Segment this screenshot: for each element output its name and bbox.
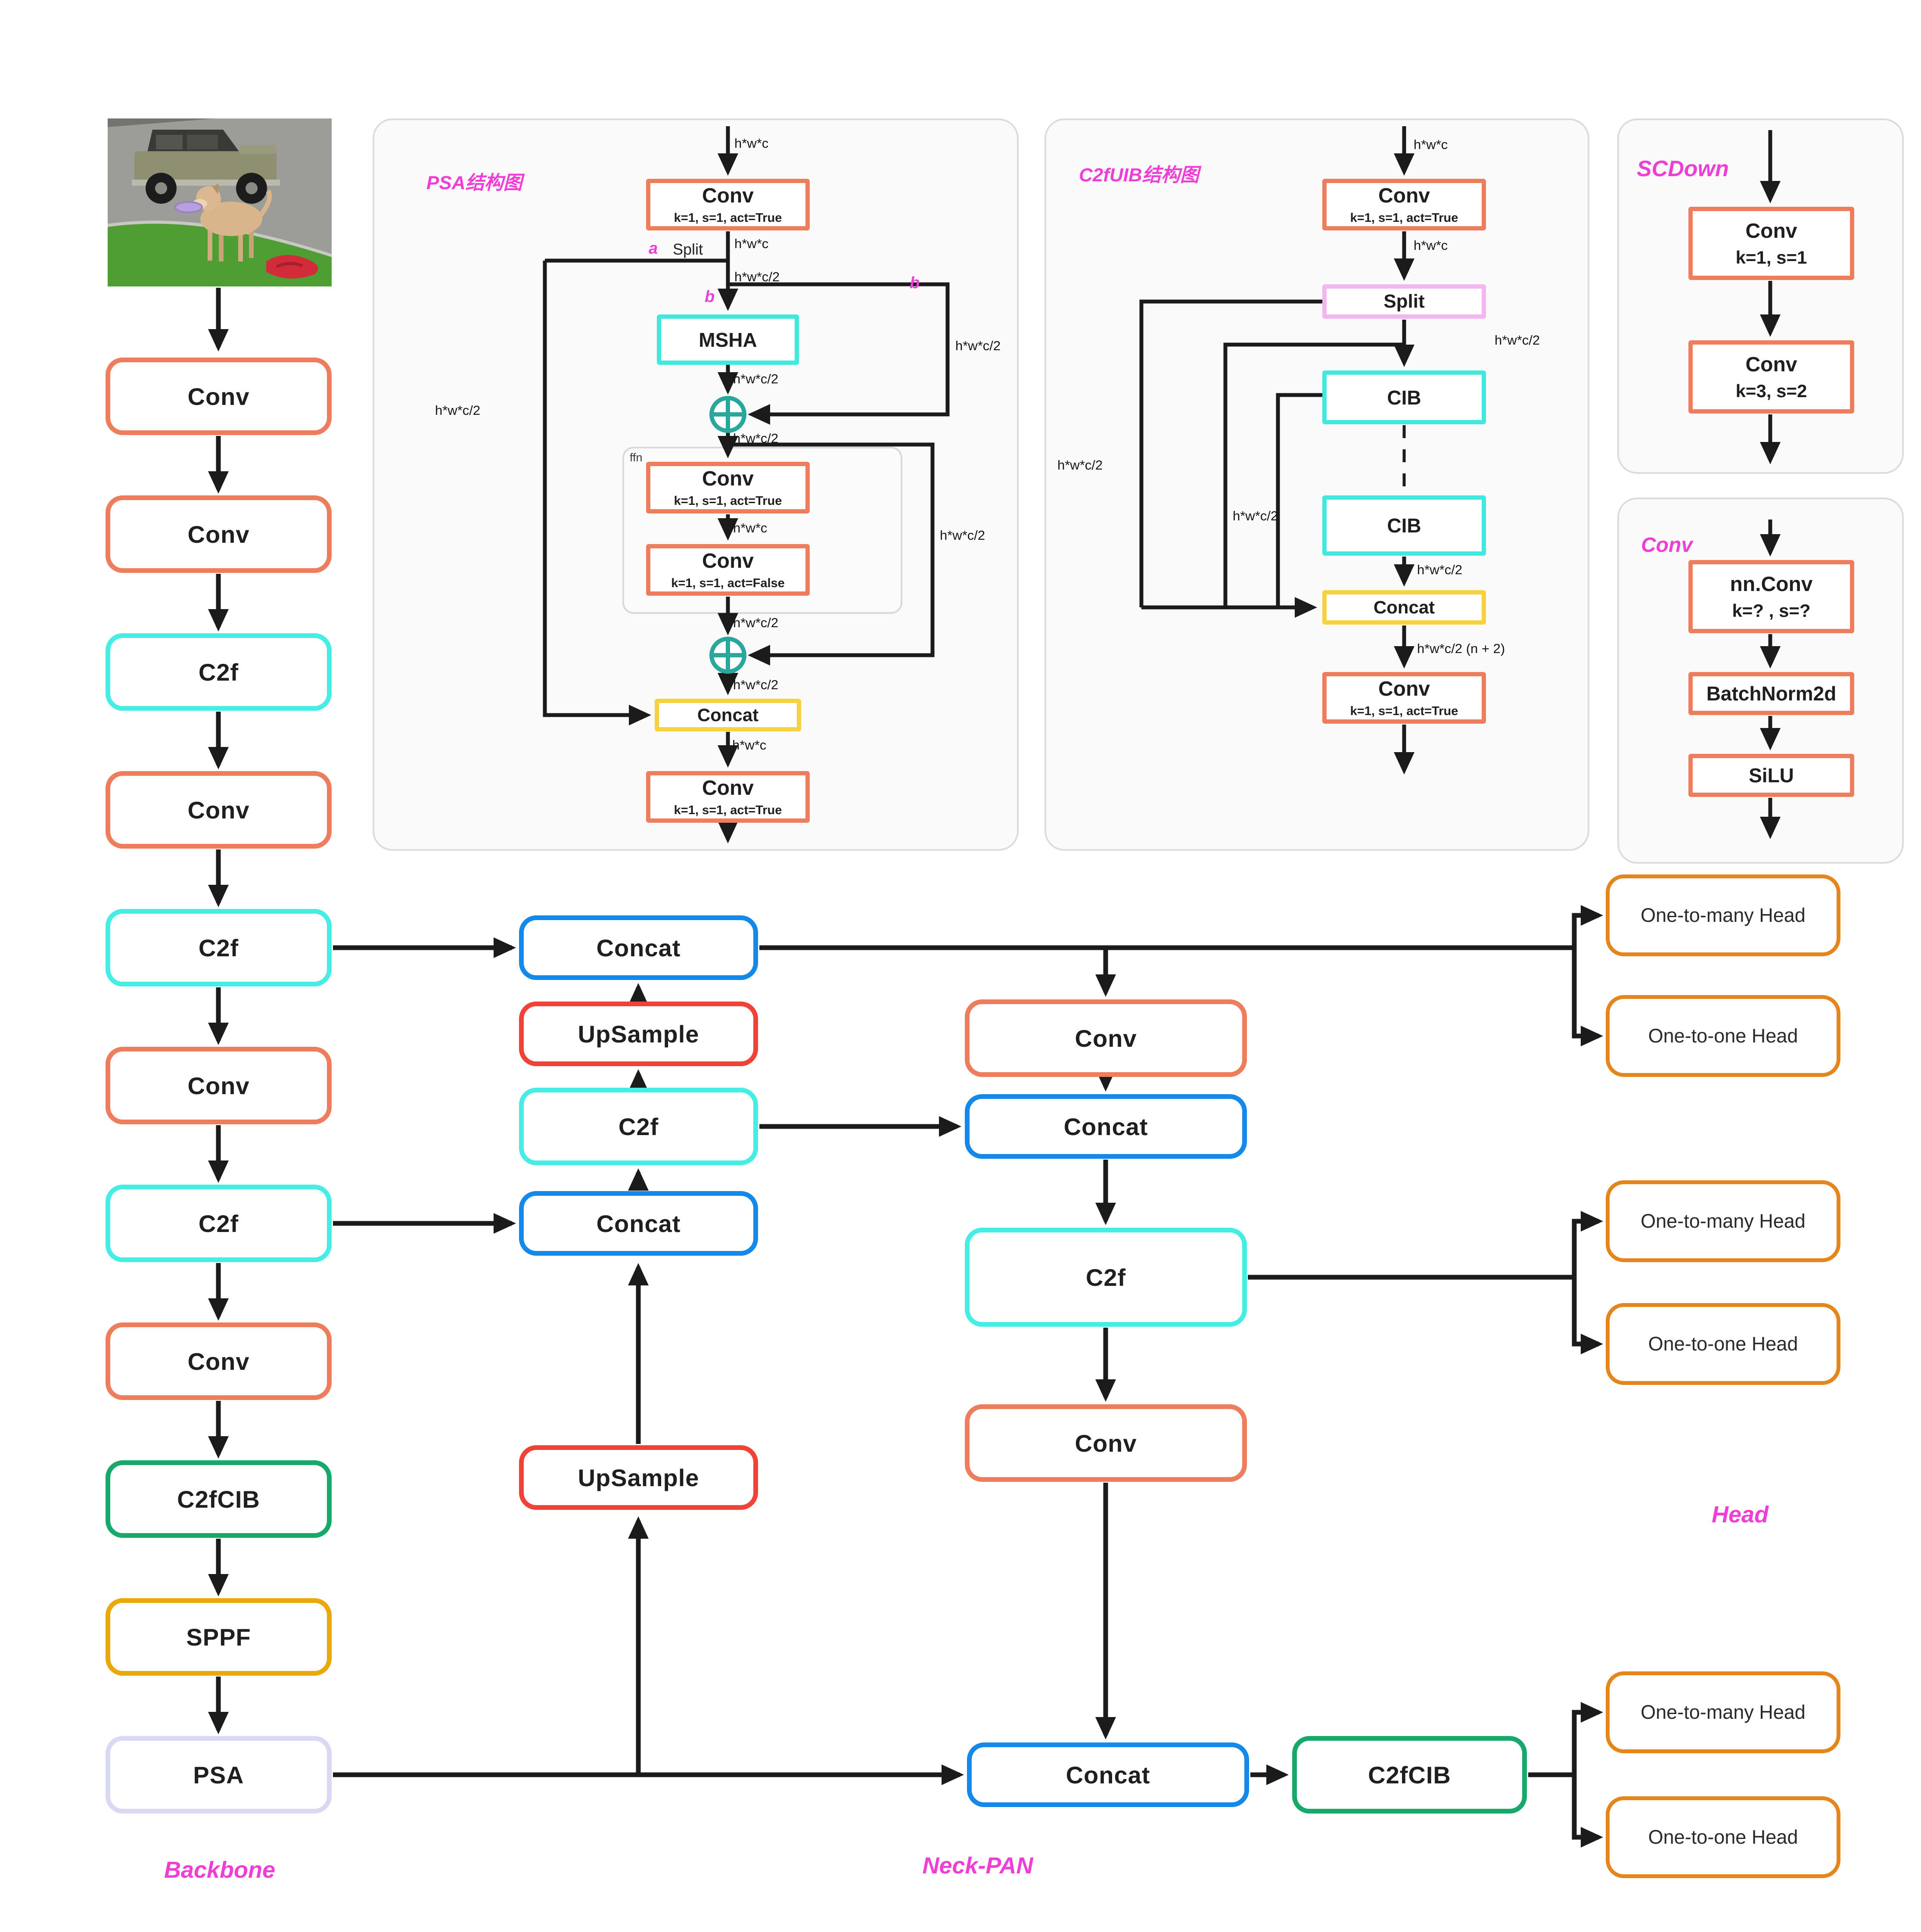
neck-upsample-2: UpSample	[519, 1445, 758, 1510]
c2fuib-conv-in: Conv k=1, s=1, act=True	[1322, 179, 1486, 230]
input-image	[108, 118, 332, 286]
psa-split-b-label-1: b	[705, 288, 715, 306]
dim-label: h*w*c/2	[435, 403, 481, 418]
head-one-to-one-2: One-to-one Head	[1606, 1303, 1840, 1385]
neck-concat-1: Concat	[519, 915, 758, 980]
dim-label: h*w*c/2	[1495, 333, 1540, 348]
backbone-c2f-2: C2f	[106, 909, 332, 986]
dim-label: h*w*c/2	[733, 615, 779, 630]
conv-panel-title: Conv	[1641, 534, 1693, 557]
dim-label: h*w*c	[1414, 137, 1448, 152]
psa-panel-title: PSA结构图	[426, 172, 522, 193]
psa-conv-out: Conv k=1, s=1, act=True	[646, 771, 810, 823]
dim-label: h*w*c/2	[733, 431, 779, 446]
dim-label: h*w*c/2	[1233, 508, 1278, 523]
dim-label: h*w*c/2	[1417, 562, 1463, 577]
red-cloth	[266, 255, 318, 279]
psa-msha: MSHA	[657, 314, 799, 365]
backbone-c2f-3: C2f	[106, 1185, 332, 1262]
scdown-conv-1: Conv k=1, s=1	[1688, 207, 1854, 280]
dim-label: h*w*c	[734, 136, 769, 151]
neck-c2fcib: C2fCIB	[1292, 1736, 1527, 1814]
dim-label: h*w*c/2	[734, 269, 780, 284]
backbone-psa: PSA	[106, 1736, 332, 1814]
dim-label: h*w*c	[1414, 238, 1448, 253]
dim-label: h*w*c/2	[955, 338, 1001, 353]
backbone-to-neck-arrows	[333, 937, 964, 1785]
head-one-to-one-3: One-to-one Head	[1606, 1796, 1840, 1878]
dim-label: h*w*c/2	[940, 528, 985, 543]
ffn-label: ffn	[630, 451, 643, 464]
head-one-to-many-1: One-to-many Head	[1606, 874, 1840, 956]
backbone-conv-3: Conv	[106, 771, 332, 849]
dim-label: h*w*c/2	[733, 677, 779, 692]
psa-concat: Concat	[655, 699, 801, 731]
neck-conv-2: Conv	[965, 1404, 1247, 1482]
psa-ffn-conv-2: Conv k=1, s=1, act=False	[646, 544, 810, 596]
head-section-label: Head	[1711, 1502, 1769, 1528]
scdown-conv-2: Conv k=3, s=2	[1688, 340, 1854, 414]
frisbee	[174, 201, 203, 213]
c2fuib-cib-2: CIB	[1322, 495, 1486, 556]
neck-concat-4: Concat	[967, 1742, 1249, 1807]
jeep	[132, 130, 280, 204]
psa-split-label: Split	[673, 240, 703, 258]
conv-batchnorm: BatchNorm2d	[1688, 672, 1854, 715]
psa-ffn-conv-1: Conv k=1, s=1, act=True	[646, 462, 810, 513]
psa-split-b-label-2: b	[910, 274, 920, 292]
head-one-to-many-2: One-to-many Head	[1606, 1180, 1840, 1262]
neck-section-label: Neck-PAN	[922, 1853, 1033, 1879]
backbone-conv-4: Conv	[106, 1047, 332, 1124]
conv-nnconv: nn.Conv k=? , s=?	[1688, 560, 1854, 633]
c2fuib-concat: Concat	[1322, 590, 1486, 625]
c2fuib-cib-1: CIB	[1322, 370, 1486, 424]
neck-concat-3: Concat	[965, 1094, 1247, 1159]
scdown-panel-title: SCDown	[1637, 156, 1729, 181]
scdown-panel	[1617, 118, 1904, 474]
c2fuib-structure-panel	[1044, 118, 1589, 851]
dim-label: h*w*c/2	[1057, 457, 1103, 473]
backbone-conv-1: Conv	[106, 358, 332, 435]
head-one-to-many-3: One-to-many Head	[1606, 1671, 1840, 1753]
backbone-section-label: Backbone	[164, 1857, 276, 1883]
backbone-c2f-1: C2f	[106, 633, 332, 711]
neck-upsample-1: UpSample	[519, 1002, 758, 1066]
c2fuib-split: Split	[1322, 284, 1486, 319]
dim-label: h*w*c	[734, 236, 769, 251]
c2fuib-panel-title: C2fUIB结构图	[1079, 165, 1199, 186]
psa-split-a-label: a	[649, 240, 658, 258]
neck-c2f-2: C2f	[965, 1228, 1247, 1327]
neck-c2f-1: C2f	[519, 1088, 758, 1165]
backbone-conv-2: Conv	[106, 495, 332, 573]
dim-label: h*w*c/2	[733, 371, 779, 386]
neck-conv-1: Conv	[965, 999, 1247, 1077]
dim-label: h*w*c	[733, 520, 768, 535]
conv-silu: SiLU	[1688, 754, 1854, 797]
dim-label: h*w*c/2 (n + 2)	[1417, 641, 1505, 656]
neck-concat-2: Concat	[519, 1191, 758, 1256]
head-one-to-one-1: One-to-one Head	[1606, 995, 1840, 1077]
backbone-conv-5: Conv	[106, 1322, 332, 1400]
backbone-c2fcib: C2fCIB	[106, 1460, 332, 1538]
psa-conv-in: Conv k=1, s=1, act=True	[646, 179, 810, 230]
backbone-sppf: SPPF	[106, 1598, 332, 1676]
dim-label: h*w*c	[732, 737, 767, 753]
c2fuib-conv-out: Conv k=1, s=1, act=True	[1322, 672, 1486, 724]
